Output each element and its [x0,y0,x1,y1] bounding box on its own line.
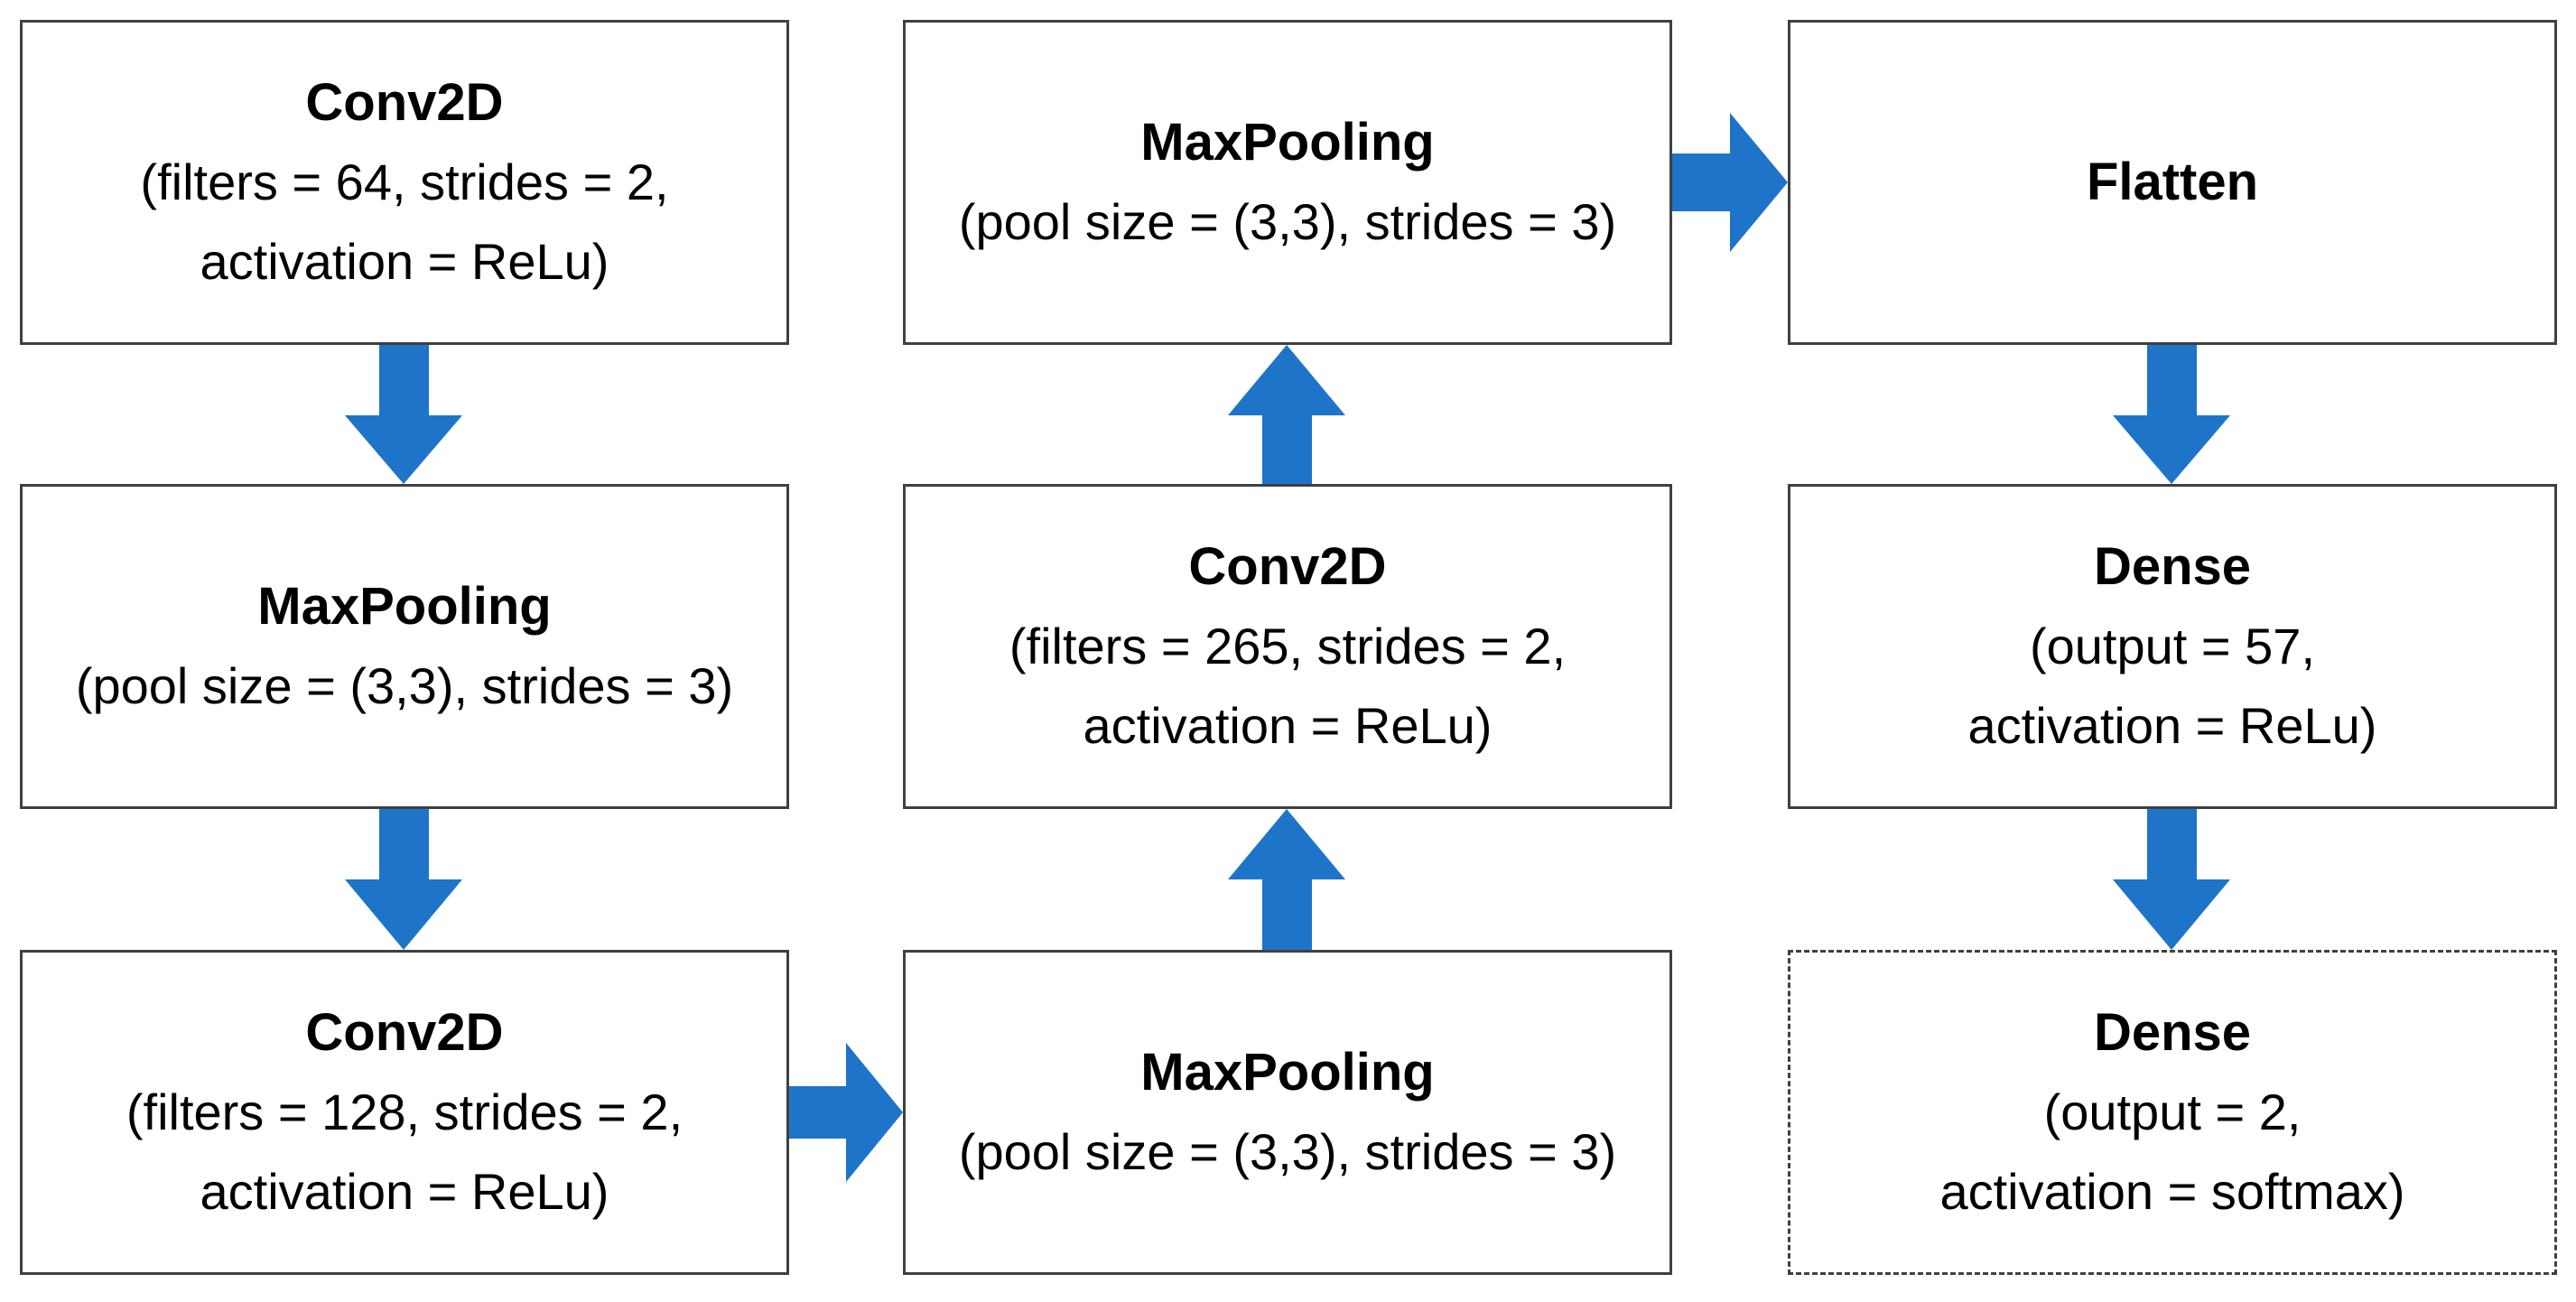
arrow-down-icon [345,809,462,950]
box-param-line: (filters = 128, strides = 2, [126,1083,684,1140]
box-title: Conv2D [305,1003,504,1062]
maxpooling-box-1: MaxPooling (pool size = (3,3), strides =… [20,484,789,809]
box-param-line: (pool size = (3,3), strides = 3) [958,1123,1617,1180]
box-title: Conv2D [1188,537,1387,596]
box-param-line: activation = softmax) [1939,1163,2405,1220]
conv2d-box-2: Conv2D (filters = 128, strides = 2, acti… [20,950,789,1275]
arrow-right-icon [789,1043,903,1182]
box-param-line: (filters = 64, strides = 2, [140,153,669,210]
arrow-up-icon [1228,345,1345,484]
arrow-right-icon [1672,113,1788,252]
box-param-line: activation = ReLu) [200,233,609,290]
arrow-down-icon [2113,809,2230,950]
dense-box-1: Dense (output = 57, activation = ReLu) [1788,484,2557,809]
box-title: Dense [2093,1003,2252,1062]
arrow-down-icon [2113,345,2230,484]
box-param-line: activation = ReLu) [200,1163,609,1220]
maxpooling-box-3: MaxPooling (pool size = (3,3), strides =… [903,20,1672,345]
box-param-line: (output = 57, [2029,618,2315,674]
arrow-down-icon [345,345,462,484]
box-param-line: (pool size = (3,3), strides = 3) [75,657,734,714]
box-title: Dense [2093,537,2252,596]
arrow-up-icon [1228,809,1345,950]
box-title: Flatten [2086,153,2259,211]
dense-box-2: Dense (output = 2, activation = softmax) [1788,950,2557,1275]
box-title: MaxPooling [1140,1043,1435,1102]
maxpooling-box-2: MaxPooling (pool size = (3,3), strides =… [903,950,1672,1275]
conv2d-box-1: Conv2D (filters = 64, strides = 2, activ… [20,20,789,345]
box-title: Conv2D [305,73,504,132]
box-param-line: activation = ReLu) [1967,697,2377,754]
flatten-box: Flatten [1788,20,2557,345]
box-param-line: (filters = 265, strides = 2, [1009,618,1567,674]
box-title: MaxPooling [1140,113,1435,172]
conv2d-box-3: Conv2D (filters = 265, strides = 2, acti… [903,484,1672,809]
box-param-line: activation = ReLu) [1083,697,1493,754]
box-param-line: (output = 2, [2043,1083,2302,1140]
box-title: MaxPooling [257,577,552,636]
box-param-line: (pool size = (3,3), strides = 3) [958,193,1617,250]
